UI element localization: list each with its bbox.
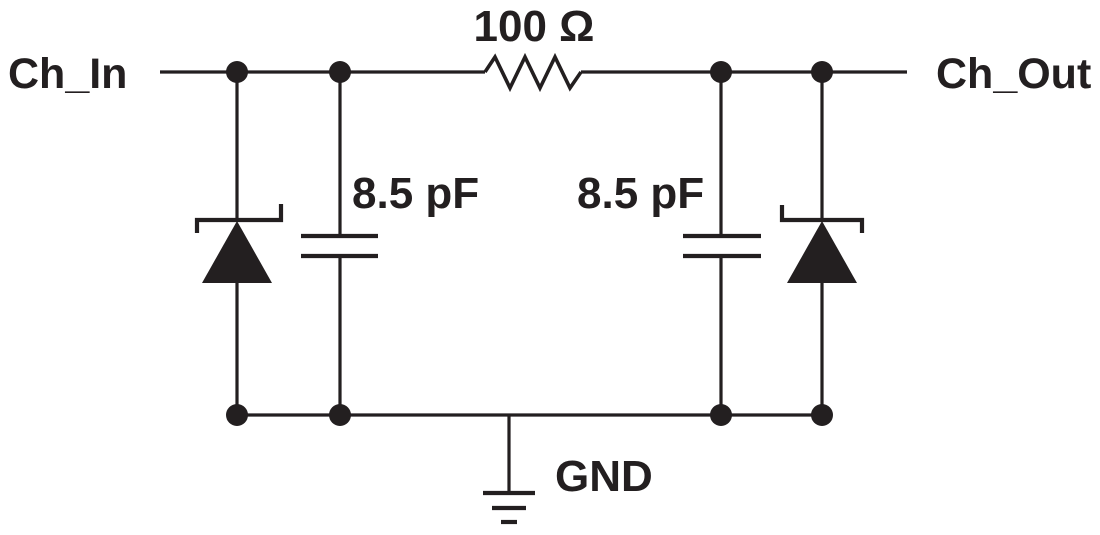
input-net-label: Ch_In (8, 50, 127, 98)
junction-dot (811, 404, 833, 426)
left-diode-triangle-icon (202, 221, 272, 283)
resistor-zigzag-icon (483, 52, 583, 93)
junction-dot (710, 404, 732, 426)
earth-ground-symbol (483, 415, 535, 525)
right-tvs-diode-branch (779, 72, 865, 415)
junction-dot (226, 61, 248, 83)
junction-dot (329, 404, 351, 426)
resistor-value-label: 100 Ω (474, 2, 595, 51)
junction-dots (226, 61, 833, 426)
right-capacitor-branch (683, 72, 761, 415)
right-diode-triangle-icon (787, 221, 857, 283)
left-diode-cathode-bar-icon (194, 204, 284, 233)
right-diode-cathode-bar-icon (779, 205, 865, 233)
ground-net-label: GND (555, 452, 653, 501)
junction-dot (710, 61, 732, 83)
left-capacitor-value-label: 8.5 pF (352, 169, 479, 218)
junction-dot (329, 61, 351, 83)
junction-dot (811, 61, 833, 83)
series-resistor-symbol (483, 52, 583, 93)
output-net-label: Ch_Out (936, 50, 1091, 98)
left-tvs-diode-branch (194, 72, 284, 415)
left-capacitor-branch (301, 72, 378, 415)
junction-dot (226, 404, 248, 426)
right-capacitor-value-label: 8.5 pF (577, 169, 704, 218)
